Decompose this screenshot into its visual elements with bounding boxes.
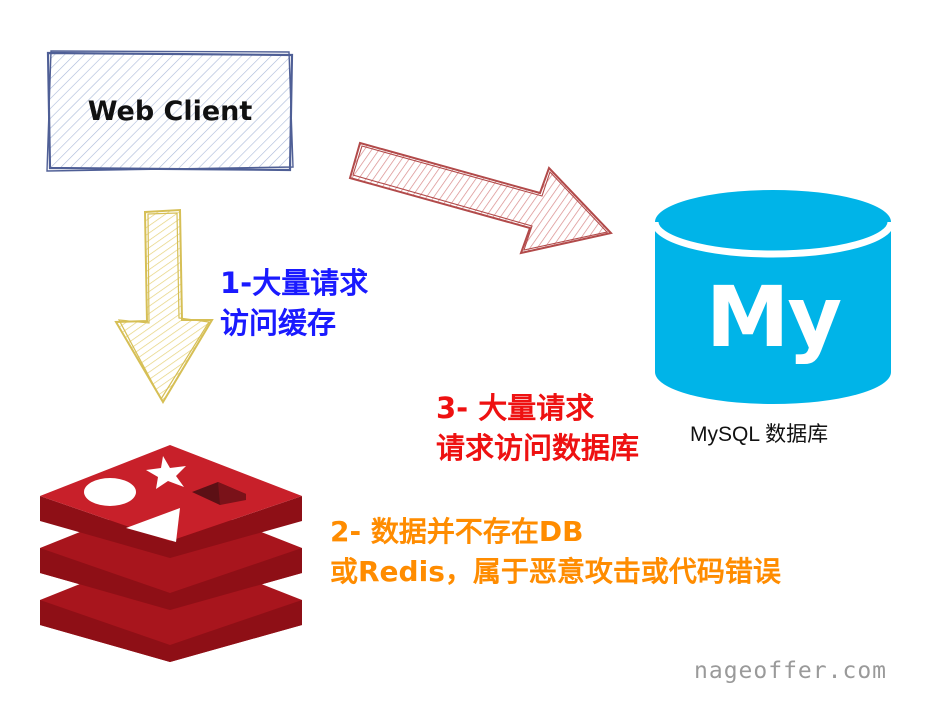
redis-logo-icon [40, 445, 302, 662]
client-box [46, 50, 294, 172]
note-step1-line1: 1-大量请求 [220, 266, 369, 300]
note-step2-line2: 或Redis，属于恶意攻击或代码错误 [330, 555, 781, 588]
note-step3-line1: 3- 大量请求 [436, 391, 595, 425]
arrow-down-icon [114, 208, 214, 404]
note-step3: 3- 大量请求 请求访问数据库 [436, 388, 639, 468]
mysql-logo-icon [651, 190, 895, 404]
watermark: nageoffer.com [694, 658, 888, 684]
note-step1-line2: 访问缓存 [220, 306, 337, 340]
client-label: Web Client [87, 95, 253, 127]
note-step2: 2- 数据并不存在DB 或Redis，属于恶意攻击或代码错误 [330, 512, 781, 592]
mysql-caption: MySQL 数据库 [690, 423, 829, 446]
note-step1: 1-大量请求 访问缓存 [220, 263, 368, 343]
note-step2-line1: 2- 数据并不存在DB [330, 515, 584, 548]
note-step3-line2: 请求访问数据库 [436, 431, 640, 465]
mysql-logo-text: My [705, 268, 842, 366]
arrow-right-icon [348, 141, 613, 255]
